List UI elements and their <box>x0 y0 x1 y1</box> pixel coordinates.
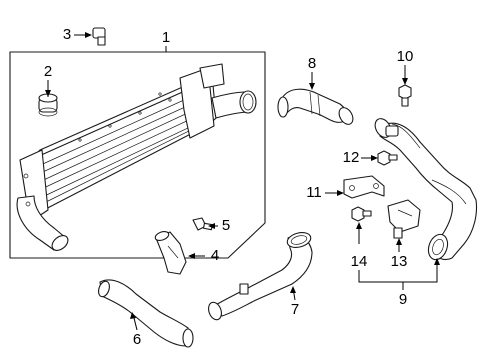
callout-13: 13 <box>391 253 408 270</box>
leader-lines <box>45 32 440 331</box>
bracket-part <box>343 175 385 199</box>
callout-9: 9 <box>399 291 407 308</box>
callout-4: 4 <box>211 247 219 264</box>
bolt-part <box>92 27 106 46</box>
lower-hose-part <box>98 279 194 348</box>
callout-10: 10 <box>397 48 414 65</box>
upper-hose-part <box>277 88 354 125</box>
callout-7: 7 <box>291 301 299 318</box>
callout-1: 1 <box>162 29 170 46</box>
grommet-part <box>38 93 58 117</box>
bolt-12-part <box>377 150 398 166</box>
sensor-part <box>387 199 421 239</box>
callout-2: 2 <box>44 63 52 80</box>
pipe-7-part <box>208 232 313 321</box>
intercooler-group <box>9 51 266 259</box>
callout-5: 5 <box>222 217 230 234</box>
callout-6: 6 <box>133 331 141 348</box>
intercooler-left-tank <box>16 149 69 251</box>
bolt-14-part <box>351 206 372 222</box>
callout-14: 14 <box>351 253 368 270</box>
callout-12: 12 <box>343 149 360 166</box>
intercooler-group-box <box>9 51 266 259</box>
callout-numbers: 1 2 3 4 5 6 7 8 9 10 11 12 13 14 <box>44 26 414 348</box>
callout-11: 11 <box>306 184 322 201</box>
bolt-10-part <box>398 84 412 107</box>
intercooler-core <box>29 63 257 215</box>
connector-part <box>154 230 187 275</box>
callout-8: 8 <box>308 55 316 72</box>
bolt-5-part <box>192 217 213 231</box>
charge-pipe-assembly <box>374 118 478 261</box>
callout-3: 3 <box>63 26 71 43</box>
